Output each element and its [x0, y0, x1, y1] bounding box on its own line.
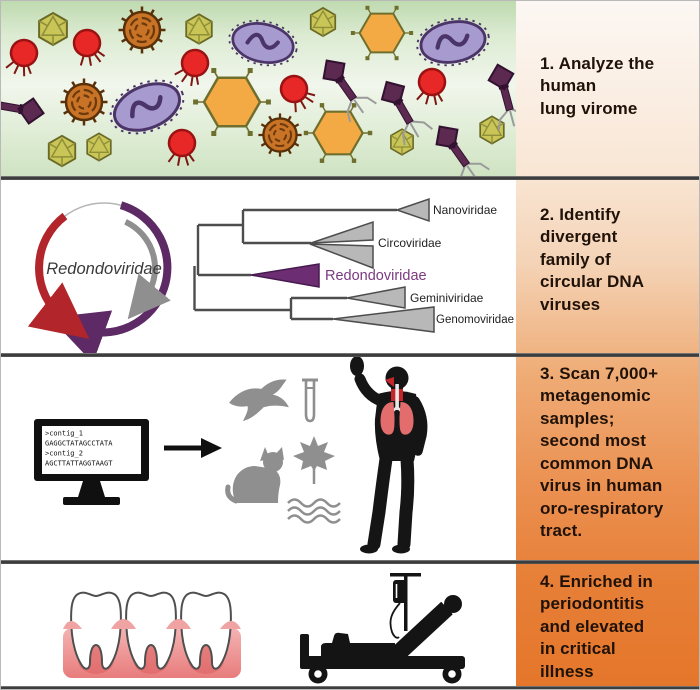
spiky-round-virus-icon: [257, 112, 303, 158]
cat-icon: [225, 447, 284, 504]
panel-divider: [1, 176, 699, 180]
genome-label: Redondoviridae: [46, 260, 162, 278]
tree-taxon-label: Circoviridae: [378, 236, 442, 250]
icosahedral-virus-icon: [390, 128, 414, 156]
panel-4-clinical-findings: [1, 564, 516, 686]
hexagonal-virus-icon: [349, 4, 415, 62]
tree-branches: [193, 208, 397, 321]
spiky-round-virus-icon: [59, 77, 109, 127]
panel-divider: [1, 686, 699, 689]
red-phage-virus-icon: [163, 126, 201, 170]
icosahedral-virus-icon: [47, 134, 77, 168]
panel-divider: [1, 560, 699, 564]
sequence-line: GAGGCTATAGCCTATA: [45, 440, 113, 448]
tree-clade-redondoviridae: [250, 263, 320, 288]
tree-clade-geminiviridae: [346, 286, 406, 309]
tree-taxon-label: Genomoviridae: [436, 314, 514, 326]
right-arrow-icon: [164, 438, 222, 458]
hospital-bed-icon: [300, 573, 465, 684]
panel-1-lung-virome: [1, 1, 516, 176]
sequence-line: >contig_1: [45, 430, 83, 438]
red-phage-virus-icon: [412, 64, 452, 110]
sidebar-gradient: 1. Analyze the human lung virome 2. Iden…: [516, 1, 699, 689]
teeth-periodontitis-icon: [63, 591, 241, 678]
tree-taxon-label: Nanoviridae: [433, 203, 497, 217]
ovoid-virus-icon: [225, 15, 301, 71]
red-phage-virus-icon: [274, 68, 320, 117]
panel-2-divergent-family: Redondoviridae Nanoviridae Circoviridae …: [1, 180, 516, 353]
clinical-illustration: [63, 573, 465, 684]
tree-clade-circoviridae-lower: [309, 243, 374, 270]
ovoid-virus-icon: [413, 13, 492, 70]
icosahedral-virus-icon: [86, 132, 112, 162]
tree-clade-nanoviridae: [394, 197, 430, 223]
sample-sources: [225, 378, 341, 524]
phylogenetic-tree: Nanoviridae Circoviridae Redondoviridae …: [193, 197, 514, 333]
virus-collage: [1, 4, 516, 176]
tree-taxon-label-highlighted: Redondoviridae: [325, 268, 427, 284]
genome-orf-arc-red: [27, 212, 90, 339]
genome-and-tree: Redondoviridae Nanoviridae Circoviridae …: [27, 197, 514, 353]
genome-map: Redondoviridae: [27, 201, 172, 353]
computer-monitor-icon: >contig_1 GAGGCTATAGCCTATA >contig_2 AGC…: [34, 419, 149, 505]
bacteriophage-icon: [1, 85, 48, 130]
red-phage-virus-icon: [70, 26, 108, 70]
sidebar-step-3: 3. Scan 7,000+ metagenomic samples; seco…: [540, 364, 664, 541]
spiky-round-virus-icon: [117, 5, 167, 55]
sidebar-step-2: 2. Identify divergent family of circular…: [540, 205, 645, 314]
sequence-line: AGCTTATTAGGTAAGT: [45, 460, 113, 468]
panel-divider: [1, 353, 699, 357]
panel-3-metagenomic-scan: >contig_1 GAGGCTATAGCCTATA >contig_2 AGC…: [1, 357, 516, 560]
genome-orf-arc-gray: [124, 219, 171, 320]
scan-illustration: >contig_1 GAGGCTATAGCCTATA >contig_2 AGC…: [34, 357, 428, 554]
icosahedral-virus-icon: [38, 12, 68, 46]
human-silhouette: [350, 357, 428, 554]
water-icon: [287, 498, 341, 524]
leaf-icon: [293, 436, 335, 484]
bird-icon: [229, 379, 289, 422]
red-phage-virus-icon: [169, 43, 216, 92]
red-phage-virus-icon: [1, 34, 45, 82]
sidebar-step-1: 1. Analyze the human lung virome: [540, 54, 655, 118]
iv-drip-icon: [389, 573, 421, 639]
test-tube-icon: [302, 378, 318, 423]
tree-taxon-label: Geminiviridae: [410, 291, 484, 305]
icosahedral-virus-icon: [309, 7, 337, 37]
hexagonal-virus-icon: [191, 66, 273, 138]
tree-clade-circoviridae-upper: [310, 220, 374, 244]
icosahedral-virus-icon: [185, 13, 213, 45]
tree-clade-genomoviridae: [332, 306, 435, 333]
sidebar-step-4: 4. Enriched in periodontitis and elevate…: [540, 572, 653, 681]
airway-and-lungs-icon: [380, 377, 414, 435]
sequence-line: >contig_2: [45, 450, 83, 458]
